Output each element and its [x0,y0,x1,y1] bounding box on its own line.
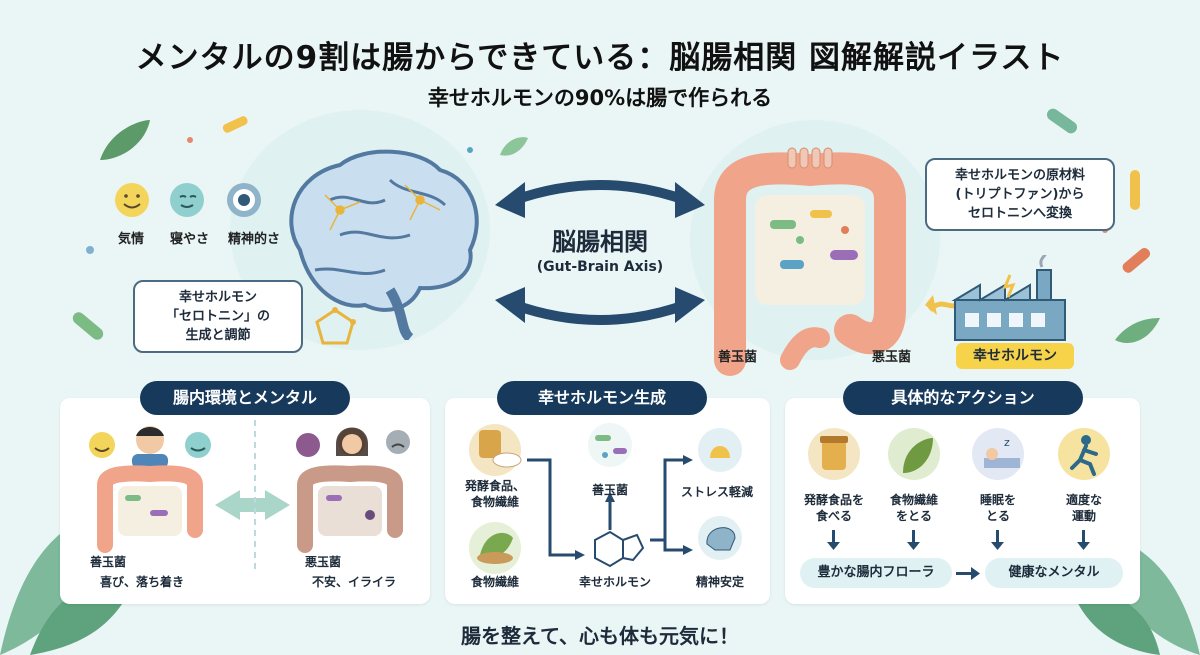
mood-label-3: 精神的さ [228,232,281,247]
bubble-line: (トリプトファン)から [955,187,1085,202]
good-bacteria-effect: 喜び、落ち着き [100,575,185,589]
gut-mental-comparison [89,420,410,570]
bidirectional-arrows [495,180,705,325]
smile-face-icon [115,183,149,217]
happy-hormone-badge: 幸せホルモン [956,343,1074,369]
factory-icon [925,255,1066,341]
action-line: 睡眠を [979,493,1016,507]
fermented-food-line: 食物繊維 [470,495,519,509]
fermented-food-label: 発酵食品、 食物繊維 [455,478,535,510]
good-bacteria-label: 善玉菌 [718,350,758,365]
bad-bacteria-panel-label: 悪玉菌 [305,555,342,569]
bubble-line: 幸せホルモンの原材料 [954,168,1085,183]
axis-label-jp: 脳腸相関 [552,228,648,256]
axis-label-en: (Gut-Brain Axis) [536,259,664,275]
bad-bacteria-effect: 不安、イライラ [312,575,397,589]
bubble-line: 幸せホルモン [178,290,257,305]
footer-message: 腸を整えて、心も体も元気に！ [461,624,739,648]
tryptophan-bubble: 幸せホルモンの原材料 (トリプトファン)から セロトニンへ変換 [925,158,1115,231]
gut-brain-axis-label: 脳腸相関 (Gut-Brain Axis) [500,222,700,275]
page-subtitle: 幸せホルモンの90%は腸で作られる [427,86,773,110]
molecule-icon [315,307,356,345]
action-line: とる [985,509,1010,523]
action-line: 食物繊維 [889,493,938,507]
action-label-4: 適度な 運動 [1044,492,1124,524]
action-label-3: 睡眠を とる [958,492,1038,524]
good-bacteria-flow-label: 善玉菌 [591,483,628,497]
bubble-line: 「セロトニン」の [165,309,270,324]
mental-stability-label: 精神安定 [695,575,744,589]
hormone-production-flow [469,423,742,574]
action-line: 適度な [1065,493,1102,507]
serotonin-bubble: 幸せホルモン 「セロトニン」の 生成と調節 [133,280,303,353]
mood-label-2: 寝やさ [170,232,210,247]
rich-flora-pill: 豊かな腸内フローラ [800,558,952,588]
dietary-fiber-label: 食物繊維 [470,575,519,589]
brain-illustration [289,149,479,340]
down-arrows [827,530,1090,550]
calm-face-icon [170,183,204,217]
panel-gut-environment-heading: 腸内環境とメンタル [140,381,350,415]
healthy-mental-pill: 健康なメンタル [985,558,1123,588]
panel-hormone-production-heading: 幸せホルモン生成 [497,381,707,415]
bad-bacteria-label: 悪玉菌 [872,350,912,365]
action-label-1: 発酵食品を 食べる [794,492,874,524]
action-line: 運動 [1071,509,1096,523]
gut-illustration [714,147,906,376]
mood-label-1: 気情 [118,232,145,247]
right-arrow-icon [956,567,980,580]
action-line: 食べる [815,509,852,523]
page-title: メンタルの9割は腸からできている：脳腸相関 図解解説イラスト [135,40,1065,76]
action-line: 発酵食品を [803,493,864,507]
svg-text:z: z [1004,436,1010,449]
panel-actions-heading: 具体的なアクション [843,381,1083,415]
bubble-line: 生成と調節 [185,328,251,343]
action-icons: z [820,435,1098,476]
action-line: をとる [895,509,932,523]
happy-hormone-flow-label: 幸せホルモン [578,575,651,589]
stress-reduction-label: ストレス軽減 [680,485,753,499]
good-bacteria-panel-label: 善玉菌 [90,555,127,569]
bubble-line: セロトニンへ変換 [967,206,1072,221]
fermented-food-line: 発酵食品、 [464,479,525,493]
action-label-2: 食物繊維 をとる [874,492,954,524]
mood-icons [115,183,261,217]
